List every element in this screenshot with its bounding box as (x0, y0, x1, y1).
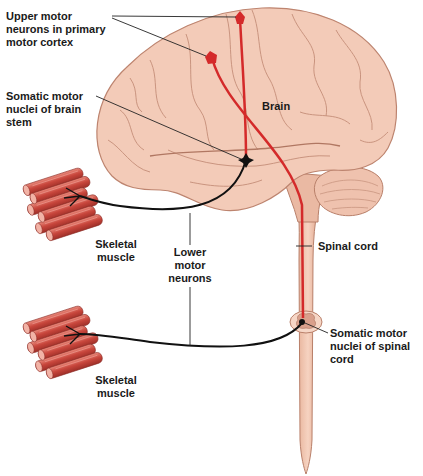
part-label: Brain (262, 100, 302, 113)
upper-motor-axon (240, 18, 246, 158)
upper-motor-cell-body (205, 51, 217, 64)
part-label: Somatic motor nuclei of brain stem (6, 90, 94, 129)
axon-terminals (64, 326, 80, 344)
part-label: Somatic motor nuclei of spinal cord (330, 327, 412, 366)
leader-lines (96, 16, 328, 346)
skeletal-muscle-illustration (20, 165, 105, 245)
lower-motor-axon (80, 160, 246, 209)
skeletal-muscle-illustration (20, 303, 105, 383)
gyri-lines (108, 10, 388, 186)
part-label: Lower motor neurons (164, 246, 216, 285)
spinal-nucleus-cell (299, 319, 305, 325)
lower-motor-axon (80, 323, 302, 347)
axon-terminals (64, 188, 80, 206)
cerebrum-shape (97, 8, 397, 211)
cerebellum-shape (314, 167, 383, 216)
upper-motor-cell-body (235, 11, 245, 24)
part-label: Skeletal muscle (88, 238, 144, 264)
spinal-cord-shape (298, 205, 318, 474)
part-label: Upper motor neurons in primary motor cor… (6, 10, 118, 49)
brainstem-nucleus-cell (238, 153, 254, 168)
part-label: Spinal cord (318, 240, 408, 253)
cerebellum-folia (320, 180, 380, 209)
part-label: Skeletal muscle (88, 374, 144, 400)
upper-motor-axon (212, 58, 303, 318)
